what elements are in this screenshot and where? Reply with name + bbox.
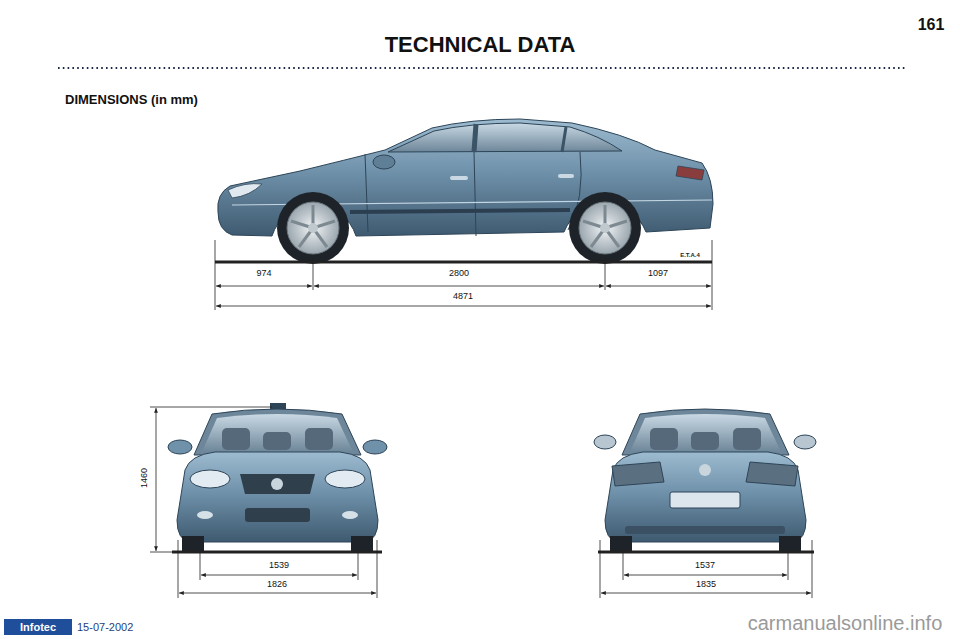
- front-view: [168, 403, 387, 552]
- page-number: 161: [918, 16, 945, 34]
- side-view: [218, 119, 713, 264]
- dimension-value: 974: [256, 269, 271, 279]
- front-dimensions: [150, 407, 382, 598]
- rear-dimensions: [598, 540, 814, 598]
- page-title: TECHNICAL DATA: [385, 33, 576, 57]
- print-date: 15-07-2002: [77, 621, 133, 633]
- dotted-rule: [58, 67, 905, 69]
- rear-view: [594, 409, 816, 552]
- watermark: carmanualsonline.info: [748, 612, 943, 634]
- dimension-value: 4871: [453, 292, 473, 302]
- dimension-value: 2800: [449, 269, 469, 279]
- publisher-badge-text: Infotec: [20, 621, 56, 633]
- dimension-value: 1826: [267, 580, 287, 590]
- dimension-value: 1835: [696, 580, 716, 590]
- figure-code: E.T.A.4: [680, 252, 700, 259]
- dimension-value: 1097: [648, 269, 668, 279]
- dimension-value: 1537: [695, 561, 715, 571]
- section-heading: DIMENSIONS (in mm): [65, 93, 198, 107]
- infotec-badge: [4, 619, 72, 635]
- dimension-value: 1539: [269, 561, 289, 571]
- dimension-value: 1460: [140, 468, 150, 488]
- side-dimensions: [215, 240, 712, 310]
